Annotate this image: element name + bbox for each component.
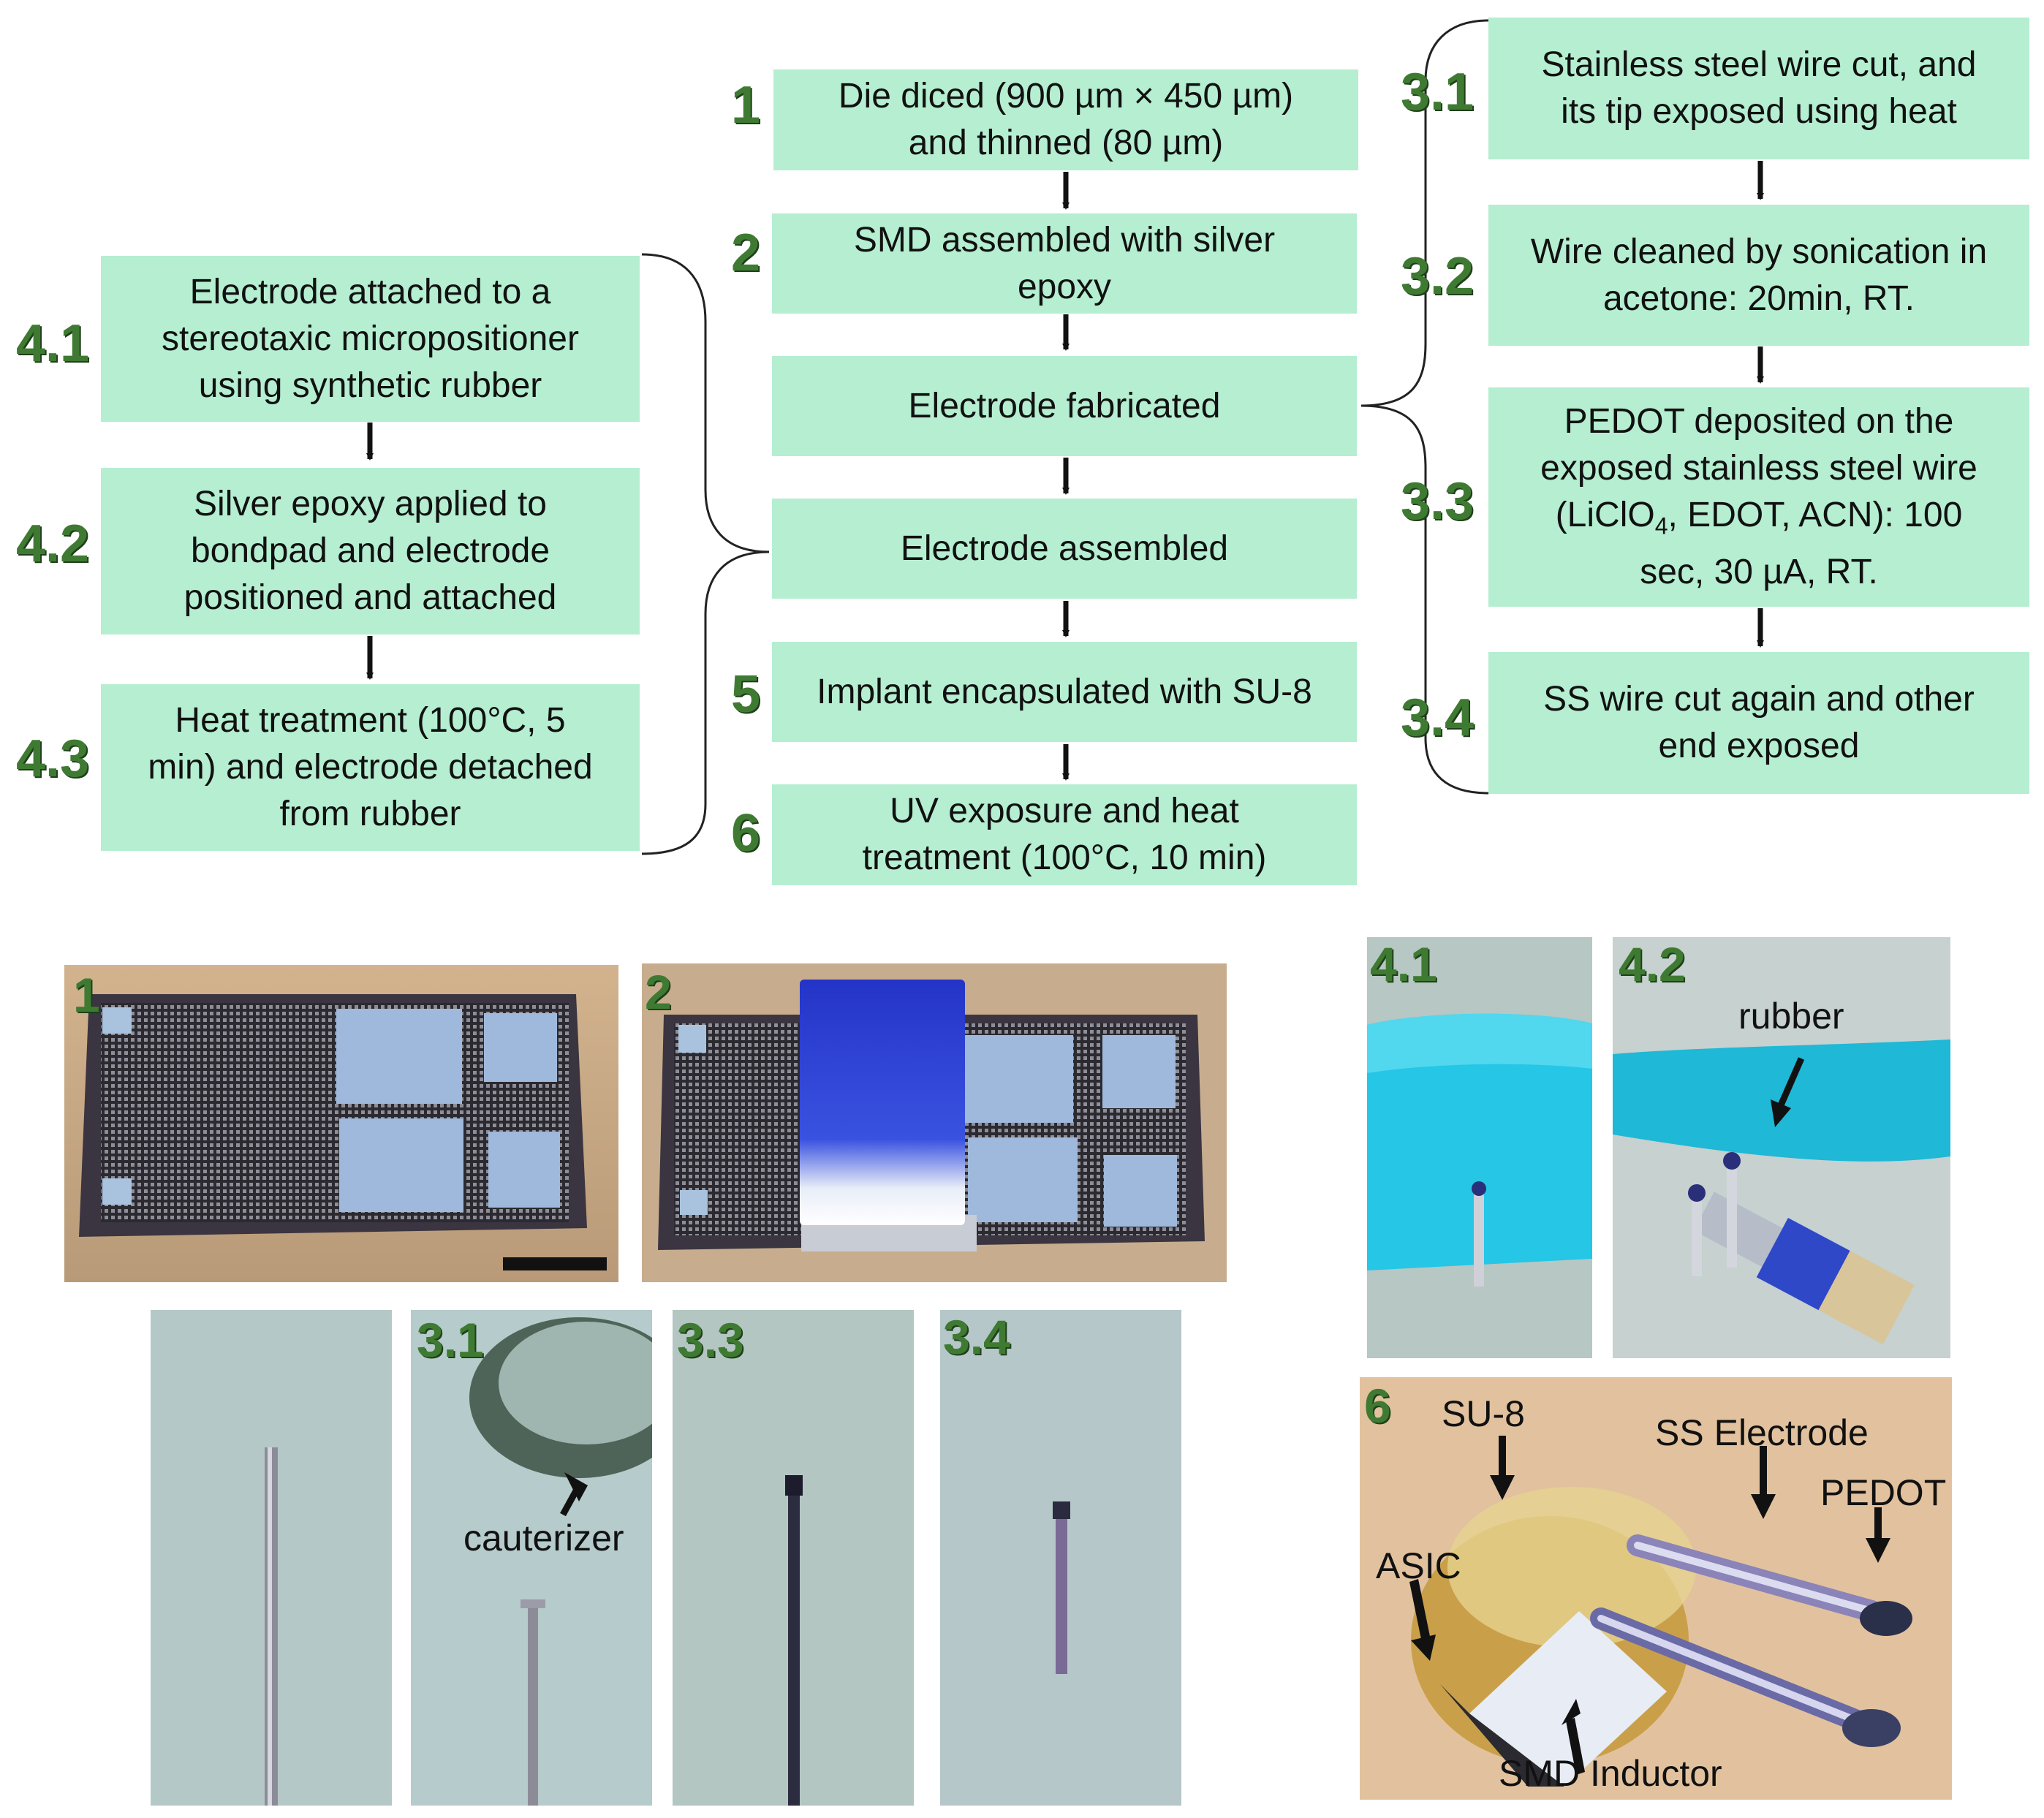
step-number-2: 2 <box>731 224 761 282</box>
step-3-4-box: SS wire cut again and other end exposed <box>1488 652 2029 794</box>
photo-step-4-2: 4.2 rubber <box>1613 937 1950 1358</box>
flow-arrows <box>366 161 1764 781</box>
photo-label-6: 6 <box>1364 1379 1391 1433</box>
electrode-fabricated-box: Electrode fabricated <box>772 356 1357 456</box>
step-4-3-line: from rubber <box>279 795 461 833</box>
photo-step-3-3: 3.3 <box>673 1310 914 1806</box>
step-3-3-line: sec, 30 µA, RT. <box>1640 553 1878 592</box>
ss-electrode-annotation: SS Electrode <box>1655 1412 1869 1453</box>
step-2-line: SMD assembled with silver <box>853 220 1276 260</box>
step-4-1-line: stereotaxic micropositioner <box>162 319 579 358</box>
photo-wire-original <box>151 1310 392 1806</box>
step-2-line: epoxy <box>1017 267 1112 306</box>
su8-annotation: SU-8 <box>1442 1393 1525 1434</box>
step-3-2-box: Wire cleaned by sonication in acetone: 20… <box>1488 205 2029 346</box>
rubber-annotation: rubber <box>1738 996 1844 1037</box>
photo-step-3-1: 3.1 cauterizer <box>411 1310 652 1806</box>
step-number-3-3: 3.3 <box>1401 472 1475 531</box>
photo-label-2: 2 <box>645 965 672 1019</box>
step-3-1-box: Stainless steel wire cut, and its tip exp… <box>1488 18 2029 159</box>
step-number-3-2: 3.2 <box>1401 247 1475 306</box>
step-4-3-line: min) and electrode detached <box>148 748 593 787</box>
brackets <box>641 19 1489 855</box>
step-number-5: 5 <box>731 665 761 724</box>
pedot-annotation: PEDOT <box>1820 1472 1947 1513</box>
step-3-3-line: (LiClO4, EDOT, ACN): 100 <box>1555 495 1963 539</box>
cauterizer-annotation: cauterizer <box>463 1518 624 1558</box>
step-5-text: Implant encapsulated with SU-8 <box>817 672 1312 711</box>
electrode-assembled-text: Electrode assembled <box>900 529 1229 568</box>
photo-label-3-3: 3.3 <box>677 1313 744 1367</box>
step-3-2-line: Wire cleaned by sonication in <box>1530 232 1988 271</box>
step-4-2-line: Silver epoxy applied to <box>194 485 547 523</box>
step-number-4-1: 4.1 <box>16 314 90 373</box>
step-4-1-line: using synthetic rubber <box>198 366 542 405</box>
step-4-3-box: Heat treatment (100°C, 5 min) and electro… <box>101 684 640 851</box>
scale-bar <box>503 1257 607 1270</box>
asic-annotation: ASIC <box>1376 1545 1461 1586</box>
bracket-right-lower <box>1360 404 1489 795</box>
step-6-line: UV exposure and heat <box>890 792 1239 830</box>
step-number-3-4: 3.4 <box>1401 689 1475 747</box>
photo-step-4-1: 4.1 <box>1367 937 1592 1358</box>
step-1-box: Die diced (900 µm × 450 µm) and thinned (… <box>773 69 1358 170</box>
step-3-3-line: exposed stainless steel wire <box>1540 448 1977 488</box>
step-1-line: Die diced (900 µm × 450 µm) <box>838 77 1294 115</box>
step-3-1-line: its tip exposed using heat <box>1561 92 1957 131</box>
electrode-fabricated-text: Electrode fabricated <box>908 386 1221 425</box>
step-3-1-line: Stainless steel wire cut, and <box>1541 45 1977 84</box>
step-3-3-line: PEDOT deposited on the <box>1564 401 1954 441</box>
step-1-line: and thinned (80 µm) <box>908 124 1224 162</box>
step-4-1-line: Electrode attached to a <box>189 272 551 311</box>
step-4-1-box: Electrode attached to a stereotaxic micro… <box>101 256 640 422</box>
step-6-line: treatment (100°C, 10 min) <box>862 838 1267 877</box>
step-4-2-box: Silver epoxy applied to bondpad and elect… <box>101 468 640 635</box>
step-number-4-2: 4.2 <box>16 515 90 573</box>
photo-step-3-4: 3.4 <box>940 1310 1181 1806</box>
step-5-box: Implant encapsulated with SU-8 <box>772 642 1357 742</box>
smd-inductor-annotation: SMD Inductor <box>1499 1753 1722 1794</box>
photo-label-1: 1 <box>73 968 100 1022</box>
bracket-right-upper <box>1360 19 1489 407</box>
step-number-3-1: 3.1 <box>1401 63 1475 121</box>
step-2-box: SMD assembled with silver epoxy <box>772 213 1357 314</box>
step-number-6: 6 <box>731 804 761 863</box>
step-3-4-line: SS wire cut again and other <box>1543 680 1975 719</box>
step-4-2-line: bondpad and electrode <box>190 531 550 570</box>
photo-final-implant: 6 SU-8 SS Electrode PEDOT ASIC SMD Induc… <box>1360 1377 1952 1800</box>
photo-label-4-1: 4.1 <box>1370 937 1437 991</box>
photo-label-3-1: 3.1 <box>417 1313 484 1367</box>
step-number-1: 1 <box>731 76 761 135</box>
step-6-box: UV exposure and heat treatment (100°C, 10… <box>772 784 1357 885</box>
bracket-left-lower <box>641 550 770 855</box>
photo-die-smd: 2 <box>642 963 1227 1282</box>
photo-label-3-4: 3.4 <box>943 1310 1010 1364</box>
photo-label-4-2: 4.2 <box>1619 937 1686 991</box>
electrode-assembled-box: Electrode assembled <box>772 499 1357 599</box>
step-3-2-line: acetone: 20min, RT. <box>1602 279 1915 318</box>
step-number-4-3: 4.3 <box>16 730 90 788</box>
step-3-4-line: end exposed <box>1658 727 1860 765</box>
photo-die: 1 <box>64 965 618 1282</box>
step-3-3-box: PEDOT deposited on the exposed stainless … <box>1488 387 2029 607</box>
bracket-left-upper <box>641 253 770 553</box>
step-4-2-line: positioned and attached <box>183 578 557 617</box>
step-4-3-line: Heat treatment (100°C, 5 <box>175 701 566 740</box>
